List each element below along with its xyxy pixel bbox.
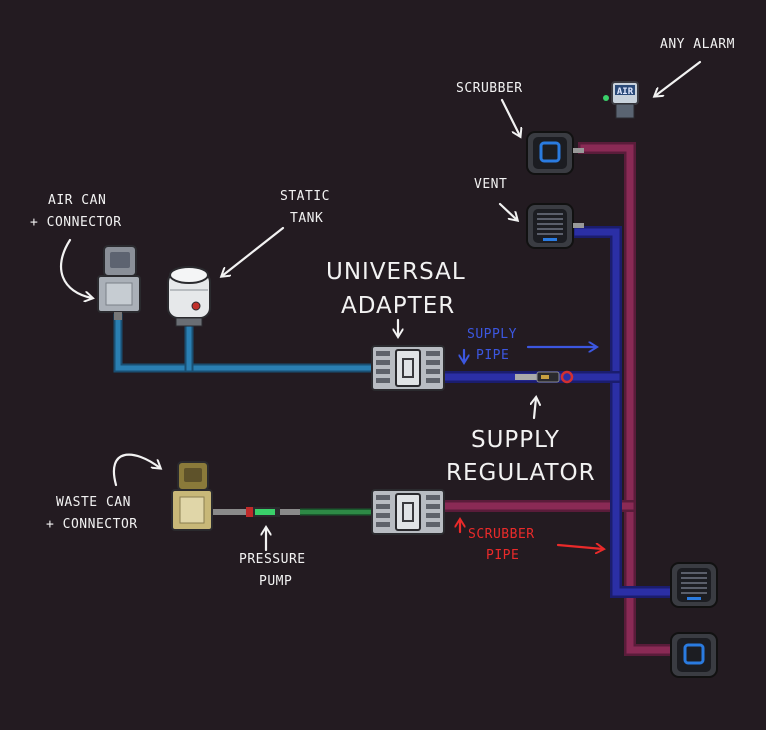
arrow-scrubber-pipe: [556, 545, 603, 549]
air-can-pipe: [113, 313, 377, 373]
waste-pipe: [210, 508, 372, 516]
callout-arrows: [60, 60, 702, 552]
label-any-alarm: ANY ALARM: [660, 37, 735, 52]
universal-adapter-icon[interactable]: [371, 345, 445, 391]
label-vent: VENT: [474, 177, 508, 192]
arrow-air-can: [60, 238, 92, 298]
scrubber-icon[interactable]: [670, 632, 718, 678]
label-tank: TANK: [290, 211, 324, 226]
arrow-static-tank: [222, 226, 285, 276]
arrow-any-alarm: [655, 60, 702, 96]
vent-icon[interactable]: [670, 562, 718, 608]
arrow-supply-regulator: [534, 398, 536, 420]
air-can-icon[interactable]: [97, 245, 141, 320]
alarm-screen-text: AIR: [617, 87, 634, 97]
waste-can-icon[interactable]: [171, 461, 213, 531]
arrow-scrubber: [500, 98, 520, 136]
static-tank-icon[interactable]: [167, 266, 211, 327]
label-waste-can: WASTE CAN: [56, 495, 131, 510]
label-scrubber-pipe: SCRUBBER: [468, 527, 535, 542]
label-supply-pipe-2: PIPE: [476, 348, 510, 363]
label-supply-regulator-2: REGULATOR: [446, 460, 596, 486]
label-supply-regulator-1: SUPPLY: [471, 427, 560, 453]
universal-adapter-icon[interactable]: [371, 489, 445, 535]
label-pressure: PRESSURE: [239, 552, 306, 567]
label-static: STATIC: [280, 189, 330, 204]
label-pump: PUMP: [259, 574, 293, 589]
label-scrubber-pipe-2: PIPE: [486, 548, 520, 563]
pressure-pump-icon[interactable]: [246, 507, 280, 517]
supply-regulator-icon[interactable]: [515, 370, 574, 384]
scrubber-pipe-network: [439, 142, 674, 656]
scrubber-icon[interactable]: [526, 131, 584, 175]
arrow-vent: [498, 202, 517, 220]
label-supply-pipe: SUPPLY: [467, 327, 517, 342]
label-air-can: AIR CAN: [48, 193, 107, 208]
arrow-waste-can: [113, 453, 160, 487]
label-adapter: ADAPTER: [341, 293, 456, 319]
air-alarm-icon[interactable]: AIR: [603, 81, 639, 119]
label-universal: UNIVERSAL: [326, 259, 466, 285]
label-waste-can-connector: + CONNECTOR: [46, 517, 138, 532]
vent-icon[interactable]: [526, 203, 584, 249]
label-scrubber: SCRUBBER: [456, 81, 523, 96]
label-air-can-connector: + CONNECTOR: [30, 215, 122, 230]
